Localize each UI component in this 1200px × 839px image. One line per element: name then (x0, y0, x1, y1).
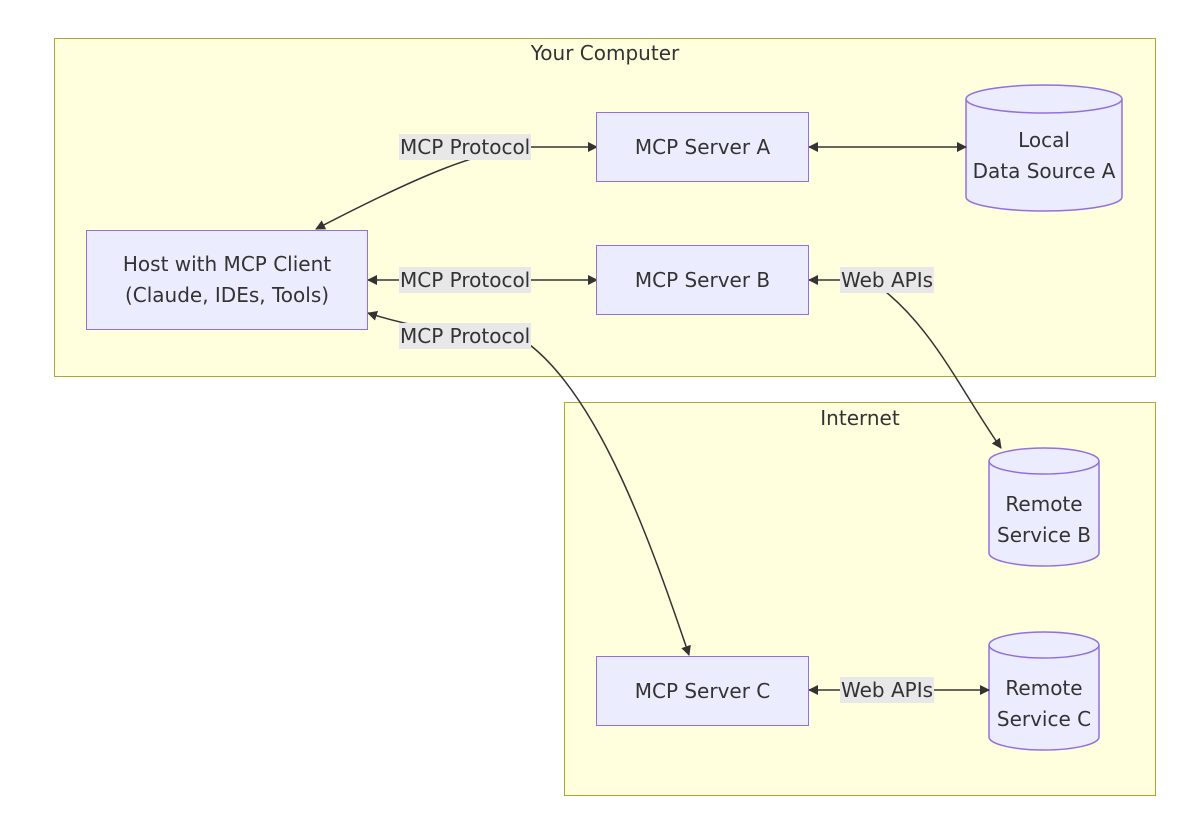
node-server-a-label: MCP Server A (634, 134, 771, 159)
node-mcp-server-a[interactable]: MCP Server A (596, 112, 809, 182)
node-remote-service-c[interactable]: Remote Service C (989, 672, 1099, 736)
remote-c-line2: Service C (996, 707, 1092, 731)
edge-label-server-b-remote-b: Web APIs (840, 267, 935, 293)
node-mcp-server-c[interactable]: MCP Server C (596, 656, 809, 726)
remote-c-line1: Remote (1005, 676, 1083, 700)
cylinder-local-data-source-a (965, 84, 1123, 212)
edge-server-b-to-remote-b (808, 275, 1002, 449)
edge-label-host-server-a: MCP Protocol (399, 134, 532, 160)
node-remote-service-b[interactable]: Remote Service B (989, 488, 1099, 552)
edge-label-host-server-b: MCP Protocol (399, 267, 532, 293)
edge-host-to-server-c (367, 311, 691, 656)
local-a-line2: Data Source A (972, 159, 1116, 183)
node-local-data-source-a[interactable]: Local Data Source A (966, 124, 1122, 188)
cylinder-remote-service-c (988, 631, 1100, 751)
node-host-line2: (Claude, IDEs, Tools) (124, 283, 330, 307)
node-server-b-label: MCP Server B (634, 267, 771, 292)
remote-b-line1: Remote (1005, 492, 1083, 516)
group-title-your-computer: Your Computer (530, 41, 680, 65)
remote-b-line2: Service B (997, 523, 1091, 547)
node-host-line1: Host with MCP Client (122, 252, 332, 276)
node-server-c-label: MCP Server C (634, 678, 771, 703)
edge-label-server-c-remote-c: Web APIs (840, 677, 935, 703)
local-a-line1: Local (1018, 128, 1070, 152)
edge-label-host-server-c: MCP Protocol (399, 323, 532, 349)
node-host-mcp-client[interactable]: Host with MCP Client (Claude, IDEs, Tool… (86, 230, 368, 330)
node-mcp-server-b[interactable]: MCP Server B (596, 245, 809, 315)
cylinder-remote-service-b (988, 447, 1100, 567)
